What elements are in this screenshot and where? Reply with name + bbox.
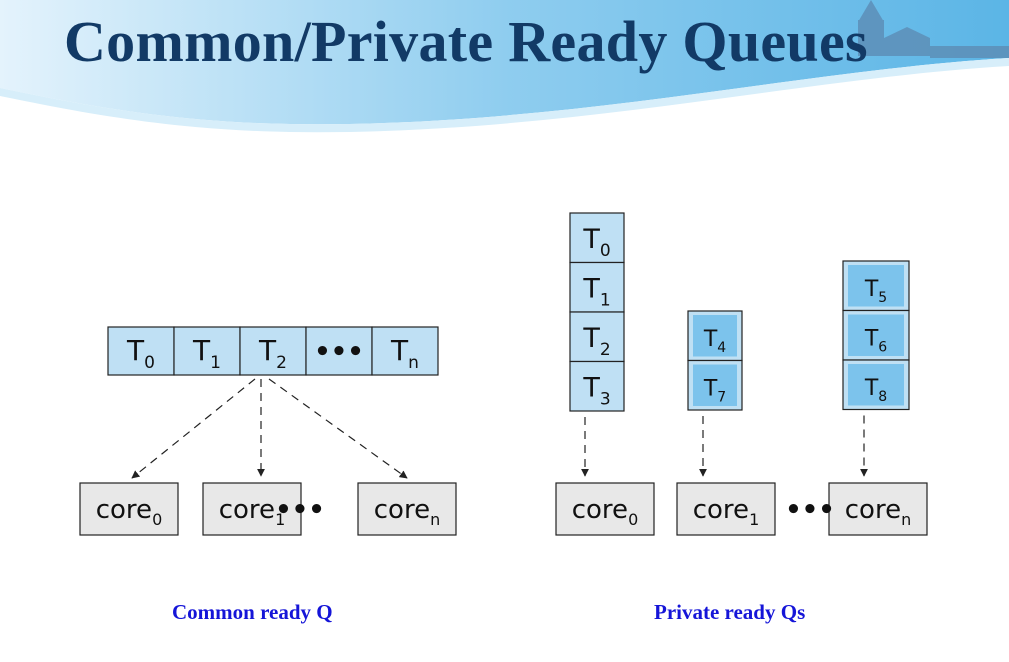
private-queue-task-label: T7 [703,376,726,405]
private-queue-cell-fill [848,265,904,307]
private-cores-ellipsis: ••• [785,495,835,525]
private-core-box [676,482,776,536]
private-caption: Private ready Qs [654,600,806,624]
private-queue-cell-fill [693,315,737,357]
common-queue-task-label: T0 [126,334,155,373]
common-core-box [79,482,179,536]
private-queue-task-label: T0 [582,224,610,261]
common-core-label: core1 [219,495,286,529]
private-queue-task-label: T8 [864,376,887,405]
common-dispatch-arrow [268,378,408,479]
private-queue-task-label: T5 [864,277,887,306]
common-queue-cell [371,326,439,376]
common-core-box [202,482,302,536]
common-cores-ellipsis: ••• [275,495,325,525]
private-core-label: core1 [693,495,760,529]
private-core-box [555,482,655,536]
common-dispatch-arrow [131,378,256,479]
private-queue-cell [569,311,625,363]
common-queue-task-label: Tn [390,334,419,373]
common-core-label: coren [374,495,440,529]
common-queue-cell [239,326,307,376]
private-queue-task-label: T4 [703,327,726,356]
common-queue-cell [305,326,373,376]
common-ready-queue-diagram: T0 T1 T2 ••• Tn core0 core1 coren ••• [79,326,457,536]
private-queue-cell [569,360,625,412]
private-queue-cell-fill [848,314,904,356]
private-queue-task-label: T6 [864,326,887,355]
church-silhouette-icon [858,0,1009,58]
private-core-label: core0 [572,495,639,529]
page-title: Common/Private Ready Queues [64,9,868,74]
common-queue-task-label: T1 [192,334,221,373]
private-queue-task-label: T3 [582,372,610,409]
common-queue-task-label: T2 [258,334,287,373]
private-core-box [828,482,928,536]
private-queue-cell [569,212,625,264]
private-queue-cell-fill [693,364,737,406]
common-core-label: core0 [96,495,163,529]
private-queue-task-label: T1 [582,273,610,310]
private-queue-cell-fill [848,364,904,406]
private-queue-task-label: T2 [582,323,610,360]
common-core-box [357,482,457,536]
common-caption: Common ready Q [172,600,333,624]
common-queue-ellipsis: ••• [314,337,364,367]
private-core-label: coren [845,495,911,529]
title-banner [0,0,1009,133]
